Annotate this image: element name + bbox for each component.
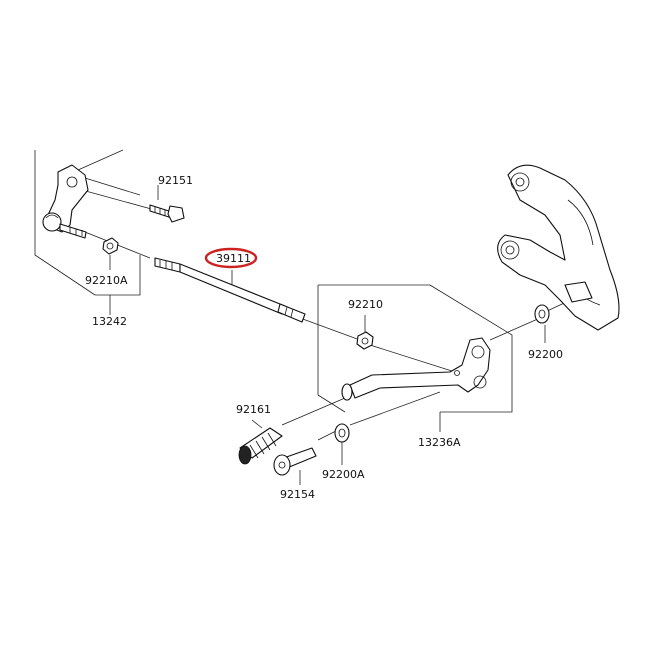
- label-92154: 92154: [280, 488, 315, 501]
- shift-pedal-13236A: [341, 337, 491, 401]
- washer-92200: [534, 304, 550, 324]
- label-92210: 92210: [348, 298, 383, 311]
- bracket-13242: [42, 164, 89, 239]
- label-92200A: 92200A: [322, 468, 365, 481]
- label-92200: 92200: [528, 348, 563, 361]
- bolt-92151: [149, 204, 185, 223]
- rubber-92161: [238, 427, 283, 465]
- label-92151: 92151: [158, 174, 193, 187]
- nut-92210A: [102, 237, 119, 255]
- washer-92200A: [334, 423, 350, 443]
- frame-13236A: [317, 284, 513, 432]
- label-39111: 39111: [216, 252, 251, 265]
- bolt-92154: [273, 447, 317, 476]
- label-92210A: 92210A: [85, 274, 128, 287]
- label-13242: 13242: [92, 315, 127, 328]
- frame-13242: [34, 150, 141, 315]
- nut-92210: [356, 331, 374, 350]
- leader-lines: [77, 149, 576, 485]
- highlight-ring: [204, 247, 258, 269]
- footrest-bracket: [497, 164, 620, 331]
- shift-rod-39111: [154, 257, 306, 323]
- label-92161: 92161: [236, 403, 271, 416]
- label-13236A: 13236A: [418, 436, 461, 449]
